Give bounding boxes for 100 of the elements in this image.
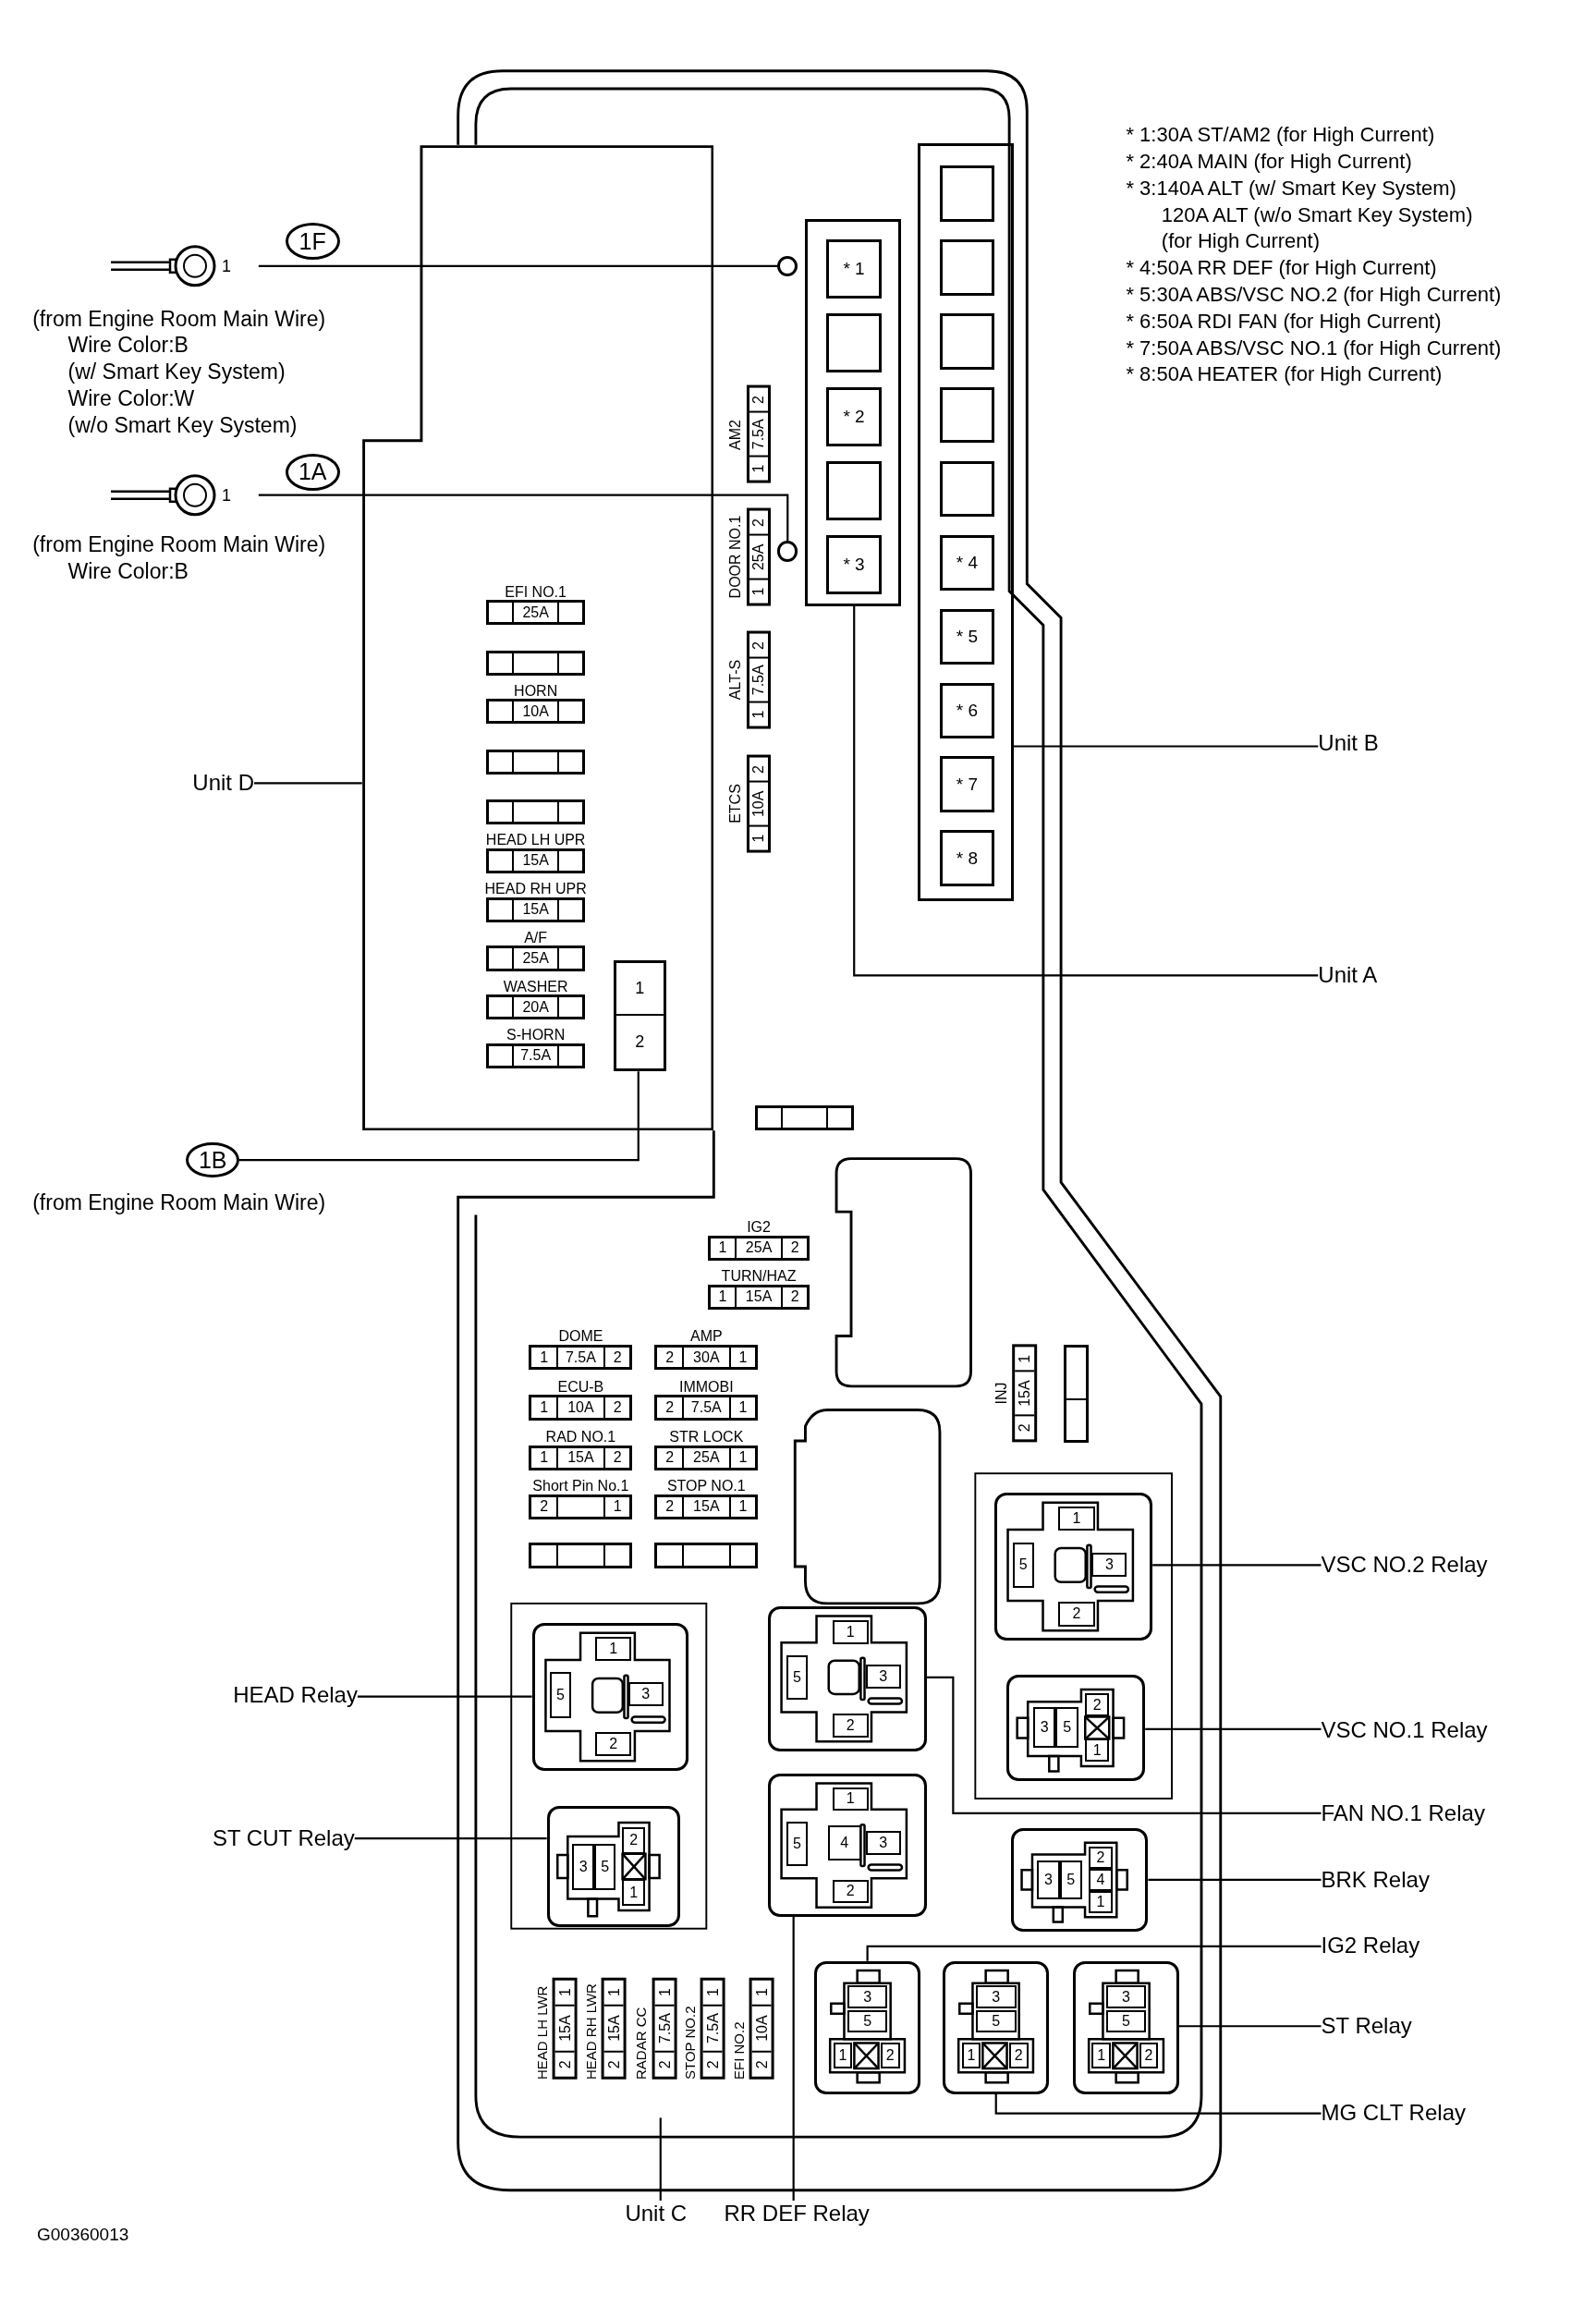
terminal-number: 2 [604, 2059, 623, 2071]
fuse-label: HEAD LH LWR [534, 1985, 550, 2080]
leader-line [1148, 1878, 1322, 1882]
callout-label: RR DEF Relay [724, 2200, 870, 2226]
leader-line [853, 605, 1319, 977]
terminal-pin: 3 [572, 1843, 594, 1890]
fuse-rating: 20A [512, 997, 559, 1018]
terminal-number: 2 [749, 395, 767, 407]
fuse-rating: 10A [751, 2004, 772, 2053]
terminal-pin: 5 [786, 1654, 809, 1701]
terminal-number: 2 [749, 764, 767, 775]
fuse-rating: 25A [512, 948, 559, 969]
terminal-circle [777, 541, 798, 562]
terminal-number: 2 [612, 1398, 623, 1418]
terminal-number: 1 [539, 1448, 550, 1468]
footnote-text: (for High Current) [1161, 230, 1320, 253]
terminal-pin: 3 [847, 1985, 888, 2009]
fuse-cell: * 1 [825, 238, 883, 299]
terminal-pin: 3 [975, 1985, 1017, 2009]
fuse-rating: 15A [555, 2004, 576, 2053]
fuse-cell [825, 312, 883, 372]
terminal-number: 2 [789, 1287, 800, 1307]
terminal-number: 1 [615, 963, 664, 1017]
connector-code-oval: 1B [186, 1142, 240, 1178]
callout-label: HEAD Relay [233, 1681, 358, 1708]
fuse-cell: * 2 [825, 386, 883, 446]
terminal-pin: 2 [1139, 2043, 1159, 2068]
wire-note: (w/o Smart Key System) [67, 413, 298, 437]
terminal-number: 1 [752, 1987, 771, 1998]
terminal-number: 1 [612, 1497, 623, 1517]
connector-block [613, 960, 667, 1072]
callout-label: Unit C [625, 2200, 688, 2226]
terminal-pin: 5 [593, 1843, 616, 1890]
wire-note: (from Engine Room Main Wire) [32, 1190, 326, 1215]
fuse-cell: * 7 [939, 756, 994, 813]
terminal-number: 2 [664, 1448, 676, 1468]
terminal-pin: 1 [1089, 1890, 1113, 1913]
terminal-number: 2 [703, 2059, 722, 2071]
fuse-label: IMMOBI [678, 1378, 734, 1396]
wire-line [258, 264, 778, 267]
leader-line [354, 1837, 547, 1840]
terminal-pin: 1 [832, 1787, 870, 1812]
fuse-label: DOME [558, 1328, 603, 1346]
terminal-number: 1 [737, 1348, 749, 1367]
terminal-pin: 5 [549, 1672, 571, 1718]
footnote-text: * 7:50A ABS/VSC NO.1 (for High Current) [1126, 336, 1502, 360]
fuse-label: RADAR CC [633, 2007, 650, 2080]
wire-note: Wire Color:B [67, 560, 189, 584]
fuse-rating: 7.5A [654, 2004, 675, 2053]
terminal-number: 1 [749, 833, 767, 845]
callout-label: Unit A [1318, 961, 1378, 988]
terminal-pin: 3 [865, 1665, 901, 1689]
terminal-number: 1 [555, 1987, 574, 1998]
fuse-rating: 25A [735, 1238, 784, 1258]
fuse-cell: * 8 [939, 830, 994, 887]
fuse-rating: 7.5A [749, 656, 768, 703]
callout-label: ST Relay [1321, 2012, 1412, 2039]
fuse-label: TURN/HAZ [721, 1267, 797, 1285]
fuse-cell [939, 238, 994, 296]
terminal-pin: 5 [786, 1822, 809, 1866]
fuse-cell [939, 460, 994, 518]
terminal-number: 2 [749, 640, 767, 652]
fuse-label: A/F [524, 929, 548, 946]
fuse-rating: 15A [512, 899, 559, 920]
terminal-pin: 2 [832, 1879, 870, 1903]
fuse-rating: 10A [749, 780, 768, 827]
terminal-number: 1 [703, 1987, 722, 1998]
fuse-label: HORN [514, 682, 558, 700]
fuse-rating: 7.5A [512, 1045, 559, 1067]
callout-label: VSC NO.1 Relay [1321, 1717, 1488, 1743]
wire-note: Wire Color:B [67, 334, 189, 358]
terminal-number: 1 [749, 586, 767, 598]
fuse-unit-frame [917, 143, 1014, 902]
footnote-text: * 1:30A ST/AM2 (for High Current) [1126, 124, 1435, 147]
terminal-number: 1 [1015, 1354, 1033, 1365]
terminal-number: 1 [221, 485, 231, 505]
terminal-number: 2 [789, 1238, 800, 1258]
fuse-rating: 15A [512, 850, 559, 871]
footnote-text: * 2:40A MAIN (for High Current) [1126, 151, 1412, 174]
terminal-pin: 3 [1032, 1707, 1056, 1749]
fuse-label: ALT-S [727, 658, 744, 702]
fuse-rating: 15A [555, 1447, 605, 1468]
callout-label: MG CLT Relay [1321, 2100, 1466, 2126]
fuse-rating: 10A [512, 702, 559, 722]
leader-line [926, 1676, 1322, 1815]
terminal-number: 2 [664, 1398, 676, 1418]
terminal-number: 1 [717, 1287, 728, 1307]
terminal-number: 2 [634, 1031, 646, 1054]
fuse-label: INJ [993, 1381, 1010, 1407]
fuse-label: EFI NO.1 [505, 583, 567, 601]
callout-label: FAN NO.1 Relay [1321, 1800, 1485, 1826]
terminal-number: 1 [539, 1348, 550, 1367]
terminal-number: 2 [612, 1448, 623, 1468]
fuse [1064, 1345, 1090, 1443]
footnote-text: * 8:50A HEATER (for High Current) [1126, 363, 1443, 386]
figure-code: G00360013 [36, 2226, 129, 2245]
terminal-number: 1 [737, 1497, 749, 1517]
fuse-label: AM2 [727, 418, 744, 452]
terminal-number: 1 [737, 1448, 749, 1468]
terminal-pin: 3 [628, 1682, 664, 1707]
